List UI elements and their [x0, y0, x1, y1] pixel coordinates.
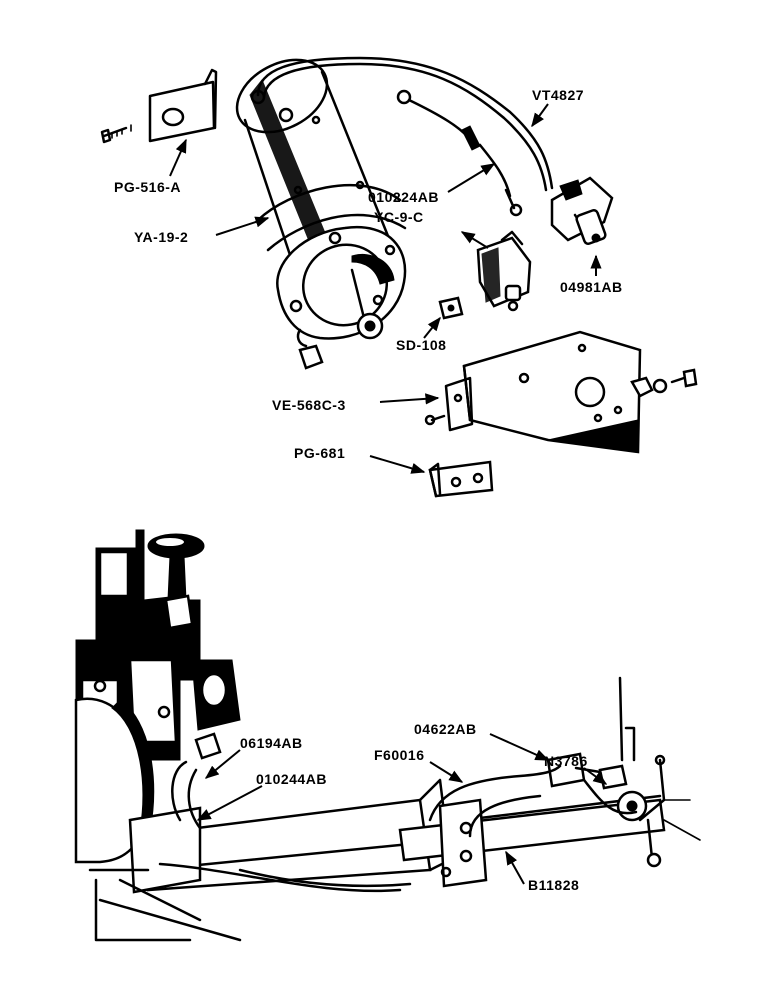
label-04981ab: 04981AB [560, 279, 623, 295]
label-010244ab: 010244AB [256, 771, 327, 787]
label-pg516a: PG-516-A [114, 179, 181, 195]
gear-shift-lever [147, 533, 205, 630]
label-06194ab: 06194AB [240, 735, 303, 751]
engine-accessories [93, 659, 241, 760]
label-b11828: B11828 [528, 877, 579, 893]
label-vt4827: VT4827 [532, 87, 584, 103]
plate-pg516a [148, 68, 218, 143]
switch-04981ab [550, 176, 614, 245]
starting-motor-ya192 [235, 58, 407, 340]
label-ve568c3: VE-568C-3 [272, 397, 346, 413]
solenoid-yc9c [476, 230, 532, 312]
label-04622ab: 04622AB [414, 721, 477, 737]
bolt-hardware [296, 328, 324, 370]
bracket-ve568c3 [424, 330, 642, 454]
label-pg681: PG-681 [294, 445, 345, 461]
label-n3786: N3786 [544, 753, 588, 769]
label-ya192: YA-19-2 [134, 229, 188, 245]
cable-vt4827 [250, 56, 554, 192]
label-yc9c: YC-9-C [374, 209, 424, 225]
label-010224ab: 010224AB [368, 189, 439, 205]
battery-cable-f60016 [428, 764, 638, 838]
exploded-view [100, 56, 698, 498]
cable-06194ab [158, 760, 412, 893]
label-sd108: SD-108 [396, 337, 446, 353]
bracket-pg681 [428, 460, 494, 498]
washer-sd108 [438, 296, 464, 320]
frame-rail [88, 778, 452, 942]
bracket-hardware [630, 368, 698, 398]
label-f60016: F60016 [374, 747, 424, 763]
installed-view [74, 529, 701, 942]
screw-pg516a [100, 124, 132, 144]
cable-010224ab [396, 89, 523, 217]
